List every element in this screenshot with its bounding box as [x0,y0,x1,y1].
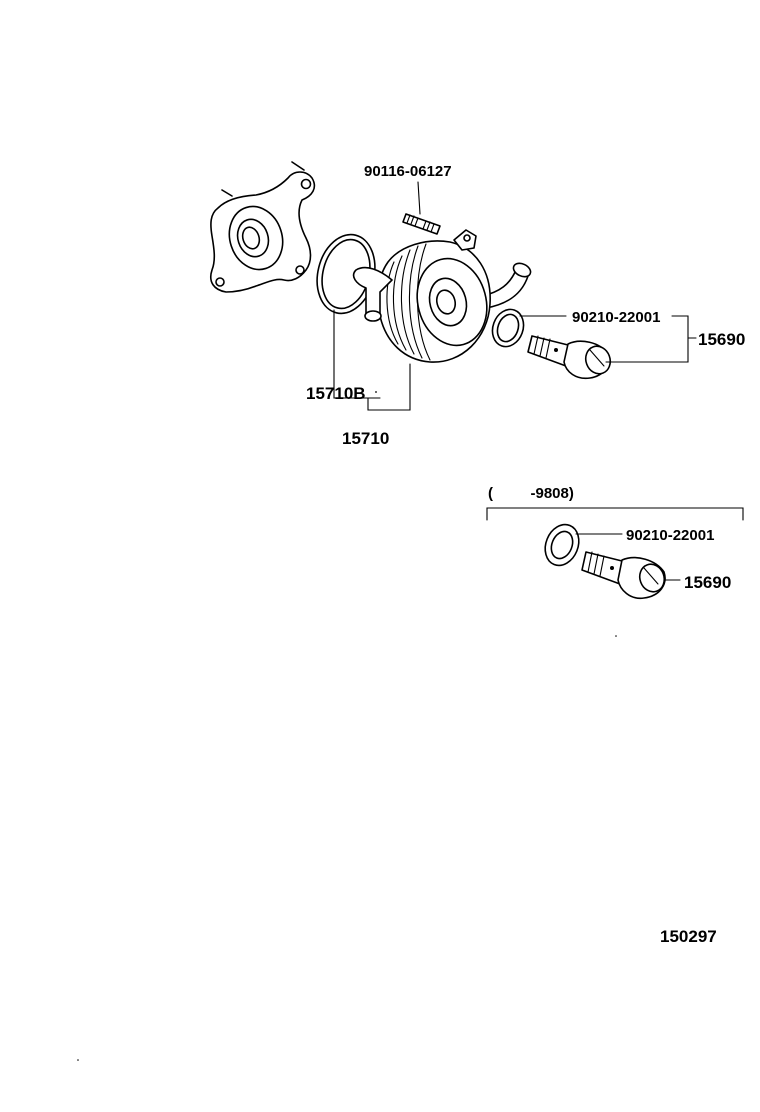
illustration-number: 150297 [660,927,717,946]
scan-speck [77,1059,79,1061]
scan-speck [375,391,377,393]
oil-cooler-body [352,229,532,363]
gasket-main [491,308,525,348]
engine-mount-flange [210,161,316,293]
label-cooler-assy: 15710 [342,429,389,448]
label-o-ring: 15710B [306,384,366,403]
label-gasket-main: 90210-22001 [572,309,660,326]
scan-speck [615,635,617,637]
label-gasket-alt: 90210-22001 [626,527,714,544]
union-bolt-main [527,335,612,380]
label-union-bolt-main: 15690 [698,330,745,349]
label-union-bolt-alt: 15690 [684,573,731,592]
label-date-range: ( -9808) [488,485,574,502]
label-stud-bolt: 90116-06127 [364,163,452,180]
gasket-alt [544,523,580,567]
stud-bolt [402,213,441,235]
union-bolt-alt [581,551,666,600]
leader-lines [333,181,744,581]
